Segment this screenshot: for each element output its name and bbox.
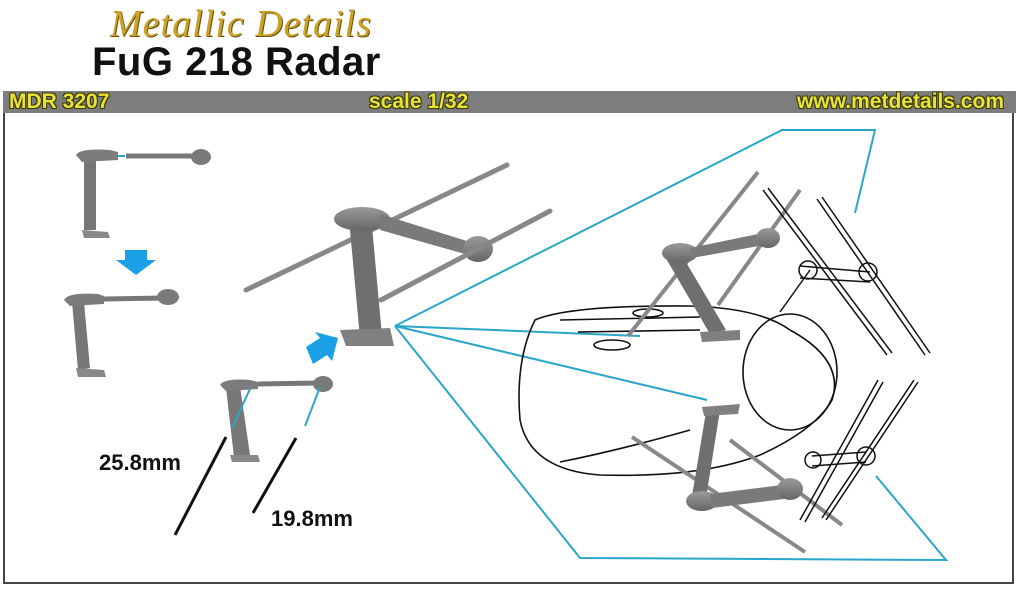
callout-lines — [394, 129, 949, 562]
dimension-label-long: 25.8mm — [99, 450, 181, 475]
antenna-part-step2 — [64, 289, 179, 377]
dimension-line-long — [173, 436, 228, 536]
product-code: MDR 3207 — [9, 90, 110, 113]
diagram-frame — [3, 113, 1014, 584]
arrow-up-right-icon — [306, 332, 338, 364]
page-title: FuG 218 Radar — [92, 40, 381, 84]
scale-label: scale 1/32 — [369, 90, 469, 113]
dimension-line-short — [251, 437, 298, 514]
antenna-part-step3 — [173, 376, 333, 536]
brand-logo: Metallic Details — [110, 3, 372, 45]
website-link[interactable]: www.metdetails.com — [797, 90, 1004, 113]
aircraft-nose-outline — [518, 305, 838, 477]
antenna-mounted-bottom — [630, 404, 844, 554]
antenna-assembled-large — [243, 162, 553, 346]
antenna-mounted-top — [626, 170, 802, 342]
dimension-label-short: 19.8mm — [271, 506, 353, 531]
antenna-outline-dipoles — [762, 187, 931, 523]
info-bar: MDR 3207 scale 1/32 www.metdetails.com — [3, 90, 1016, 113]
arrow-down-icon — [116, 250, 156, 275]
antenna-part-step1 — [76, 149, 211, 238]
